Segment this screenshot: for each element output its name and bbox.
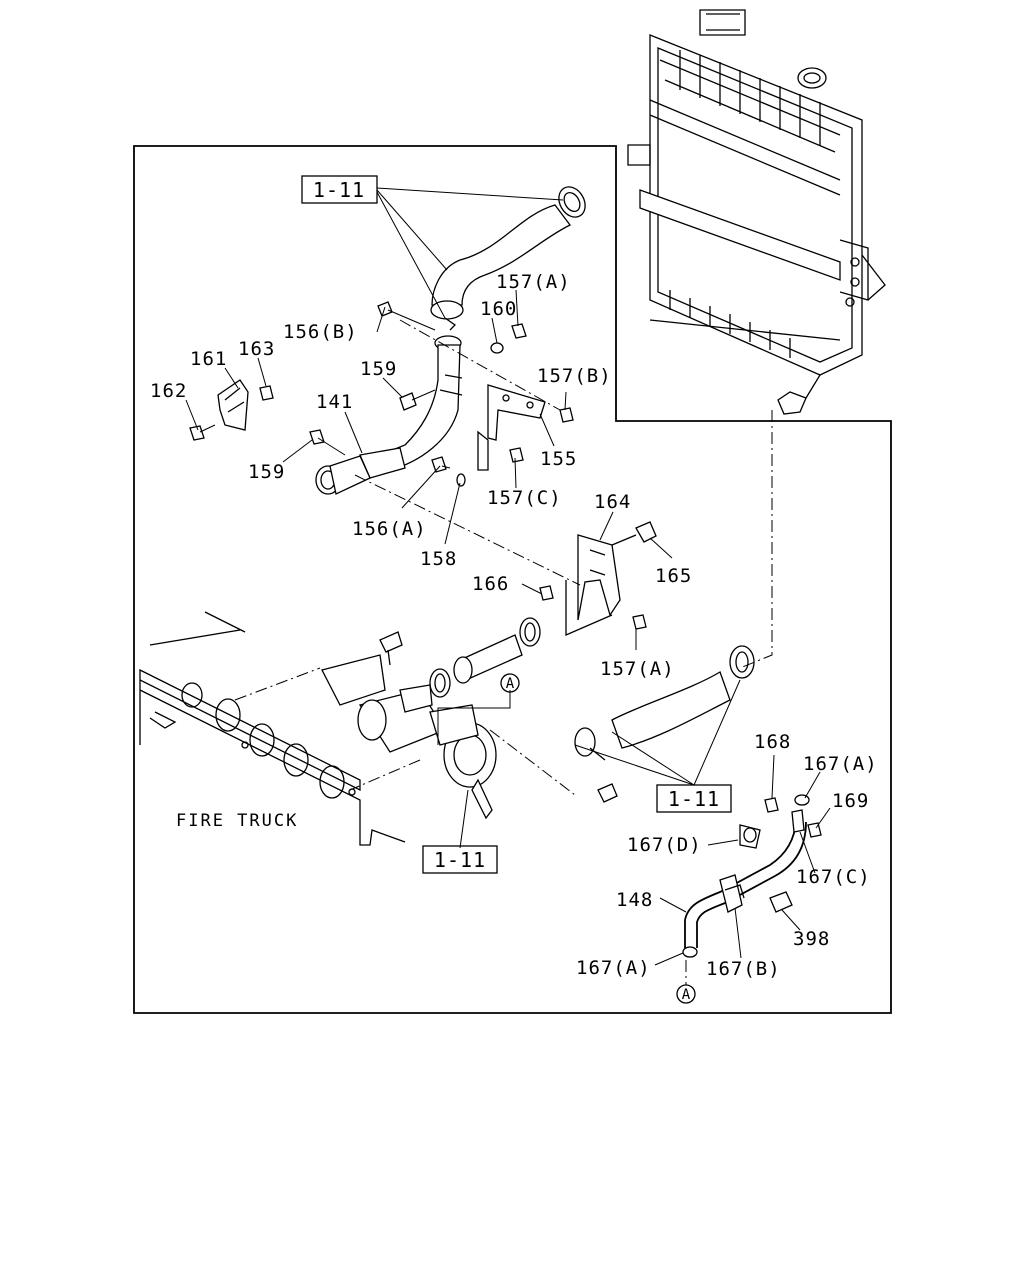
callout-168: 168 [754, 731, 791, 753]
ref-label: 1-11 [668, 787, 720, 811]
callout-158: 158 [420, 548, 457, 570]
callout-157c: 157(C) [487, 487, 562, 509]
radiator [627, 9, 886, 415]
svg-text:A: A [682, 987, 691, 1003]
callout-155: 155 [540, 448, 577, 470]
ref-box-top[interactable]: 1-11 [301, 175, 378, 204]
callout-159-left: 159 [248, 461, 285, 483]
callout-156a: 156(A) [352, 518, 427, 540]
ref-label: 1-11 [434, 848, 486, 872]
clip-161 [217, 379, 249, 431]
callout-164: 164 [594, 491, 631, 513]
callout-167a-top: 167(A) [803, 753, 878, 775]
callout-167b: 167(B) [706, 958, 781, 980]
upper-radiator-hose [430, 186, 586, 331]
middle-hoses [429, 617, 755, 803]
callout-167d: 167(D) [627, 834, 702, 856]
svg-text:A: A [506, 676, 515, 692]
callout-163: 163 [238, 338, 275, 360]
callout-167a-bottom: 167(A) [576, 957, 651, 979]
bracket-155 [477, 384, 546, 471]
callout-156b: 156(B) [283, 321, 358, 343]
callout-162: 162 [150, 380, 187, 402]
fire-truck-note: FIRE TRUCK [176, 811, 298, 831]
bracket-164 [539, 521, 657, 636]
callout-148: 148 [616, 889, 653, 911]
fastener-leads [199, 309, 451, 469]
water-pump-housing [321, 631, 497, 820]
callout-165: 165 [655, 565, 692, 587]
diagram-frame [133, 145, 892, 1014]
marker-a-upper: A [500, 673, 520, 693]
callout-167c: 167(C) [796, 866, 871, 888]
fasteners [189, 301, 574, 487]
callout-157a-top: 157(A) [496, 271, 571, 293]
callout-141: 141 [316, 391, 353, 413]
ref-box-right[interactable]: 1-11 [656, 784, 732, 813]
callout-159-top: 159 [360, 358, 397, 380]
callout-157a-mid: 157(A) [600, 658, 675, 680]
ref-label: 1-11 [313, 178, 365, 202]
ref-box-bottom[interactable]: 1-11 [422, 845, 498, 874]
callout-161: 161 [190, 348, 227, 370]
callouts: 157(A) 160 156(B) 161 163 159 157(B) 162… [150, 271, 878, 980]
frame-rail [139, 611, 406, 846]
oil-line-148 [682, 794, 822, 958]
leader-lines [185, 187, 831, 966]
callout-169: 169 [832, 790, 869, 812]
center-lines [234, 319, 773, 985]
callout-157b: 157(B) [537, 365, 612, 387]
callout-160: 160 [480, 298, 517, 320]
callout-166: 166 [472, 573, 509, 595]
callout-398: 398 [793, 928, 830, 950]
water-outlet-pipe [315, 335, 463, 495]
marker-a-lower: A [676, 984, 696, 1004]
